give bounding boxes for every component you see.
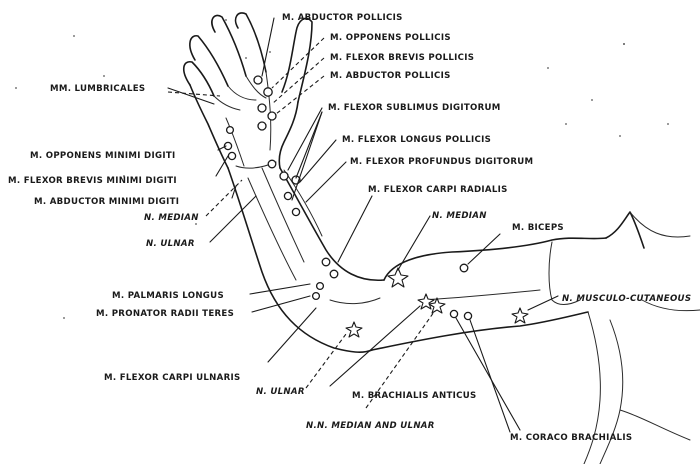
motor-point [268, 160, 276, 168]
label-palmaris-longus: M. PALMARIS LONGUS [112, 291, 224, 301]
thenar-line [266, 72, 271, 150]
motor-point [280, 172, 288, 180]
biceps-line [420, 290, 540, 300]
speck [565, 123, 567, 125]
motor-point [464, 312, 471, 319]
label-pronator-radii-teres: M. PRONATOR RADII TERES [96, 309, 234, 319]
label-musculo-cutaneous: N. MUSCULO-CUTANEOUS [562, 294, 691, 304]
leader-line [528, 296, 558, 310]
elbow-crease [330, 298, 380, 304]
shoulder-edge [606, 212, 644, 248]
speck [667, 123, 669, 125]
motor-point [313, 293, 320, 300]
speck [547, 67, 549, 69]
label-flexor-brevis-minimi: M. FLEXOR BREVIS MINIMI DIGITI [8, 176, 177, 186]
leader-line [262, 18, 274, 76]
speck [623, 43, 625, 45]
forearm-lower-edge [228, 168, 372, 352]
leader-line [470, 320, 510, 432]
nerve-point-star [512, 308, 528, 323]
upper-arm-bottom-edge [372, 312, 588, 350]
leader-line [306, 334, 346, 388]
leader-line [206, 180, 242, 216]
speck [245, 57, 247, 59]
label-opponens-minimi: M. OPPONENS MINIMI DIGITI [30, 151, 175, 161]
label-n-ulnar-elbow: N. ULNAR [256, 387, 305, 397]
upper-arm-top-edge [384, 238, 606, 280]
palm-crease-2 [228, 86, 256, 100]
speck [15, 87, 17, 89]
palm-thumb-edge [279, 102, 298, 168]
motor-point [322, 258, 330, 266]
label-abductor-minimi: M. ABDUCTOR MINIMI DIGITI [34, 197, 179, 207]
index-finger [236, 13, 266, 72]
speck [591, 99, 593, 101]
leader-line [210, 196, 256, 242]
leader-line [456, 318, 520, 430]
ring-finger [190, 36, 228, 86]
nerve-point-star [346, 322, 362, 337]
leader-line [168, 88, 214, 104]
speck [73, 35, 75, 37]
motor-point [284, 192, 291, 199]
speck [225, 19, 227, 21]
speck [103, 75, 105, 77]
motor-point [460, 264, 468, 272]
motor-point [228, 152, 235, 159]
label-n-median-wrist: N. MEDIAN [144, 213, 199, 223]
speck [63, 317, 65, 319]
label-opponens-pollicis: M. OPPONENS POLLICIS [330, 33, 451, 43]
forearm-tendon-3 [284, 170, 322, 236]
leader-line [272, 58, 324, 104]
nerve-point-star [418, 294, 434, 309]
motor-point [227, 127, 234, 134]
motor-point [268, 112, 276, 120]
leader-line [250, 284, 310, 294]
label-flexor-sublimus: M. FLEXOR SUBLIMUS DIGITORUM [328, 103, 501, 113]
label-flexor-brevis-pollicis: M. FLEXOR BREVIS POLLICIS [330, 53, 474, 63]
label-n-median-arm: N. MEDIAN [432, 211, 487, 221]
middle-finger [212, 15, 246, 76]
leader-line [292, 112, 322, 200]
leader-line [330, 306, 420, 386]
motor-point [450, 310, 457, 317]
speck [195, 223, 197, 225]
label-biceps: M. BICEPS [512, 223, 564, 233]
leader-line [276, 76, 324, 114]
speck [269, 51, 271, 53]
nerve-stimulation-points [346, 268, 528, 337]
leader-line [272, 38, 324, 88]
label-abductor-pollicis-2: M. ABDUCTOR POLLICIS [330, 71, 451, 81]
scan-noise [15, 19, 669, 319]
label-brachialis-anticus: M. BRACHIALIS ANTICUS [352, 391, 477, 401]
speck [619, 135, 621, 137]
motor-point [330, 270, 338, 278]
labels: M. ABDUCTOR POLLICIS M. OPPONENS POLLICI… [8, 13, 691, 443]
label-flexor-carpi-radialis: M. FLEXOR CARPI RADIALIS [368, 185, 508, 195]
motor-point [258, 122, 266, 130]
palm-crease-1 [214, 96, 240, 110]
label-median-and-ulnar: N.N. MEDIAN AND ULNAR [306, 421, 435, 431]
motor-point [258, 104, 266, 112]
motor-point [264, 88, 272, 96]
leader-line [338, 196, 372, 262]
motor-point [317, 283, 324, 290]
label-n-ulnar-wrist: N. ULNAR [146, 239, 195, 249]
label-abductor-pollicis-top: M. ABDUCTOR POLLICIS [282, 13, 403, 23]
label-coraco-brachialis: M. CORACO BRACHIALIS [510, 433, 632, 443]
label-lumbricales: MM. LUMBRICALES [50, 84, 145, 94]
label-flexor-profundus: M. FLEXOR PROFUNDUS DIGITORUM [350, 157, 533, 167]
label-flexor-carpi-ulnaris: M. FLEXOR CARPI ULNARIS [104, 373, 241, 383]
motor-point [254, 76, 262, 84]
little-finger [184, 62, 214, 96]
motor-point [292, 208, 299, 215]
leader-line [398, 216, 430, 270]
label-flexor-longus-pollicis: M. FLEXOR LONGUS POLLICIS [342, 135, 491, 145]
